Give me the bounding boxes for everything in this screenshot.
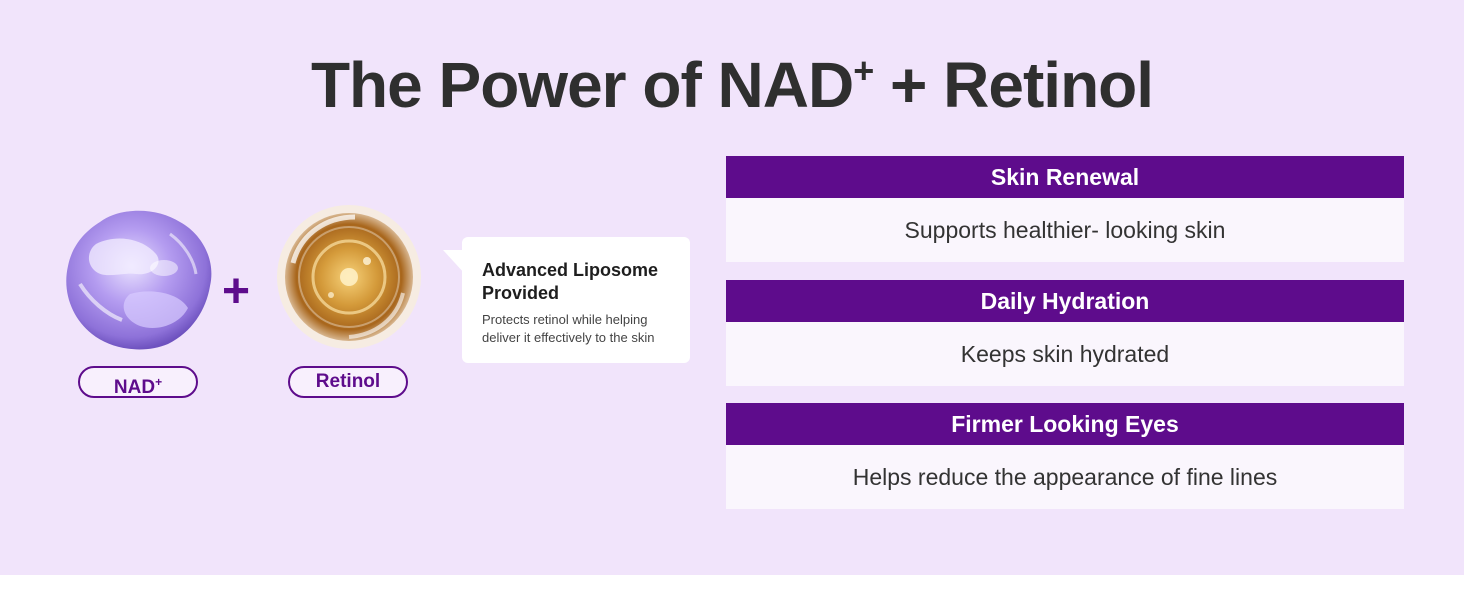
title-superscript: +: [853, 50, 874, 91]
liposome-speech-bubble: Advanced Liposome Provided Protects reti…: [462, 237, 690, 363]
page-title: The Power of NAD+ + Retinol: [0, 48, 1464, 122]
plus-sign: +: [222, 265, 251, 318]
benefit-description: Supports healthier- looking skin: [726, 198, 1404, 262]
benefit-card-daily-hydration: Daily Hydration Keeps skin hydrated: [726, 280, 1404, 386]
retinol-droplet-image: [277, 205, 421, 349]
speech-bubble-tail: [443, 250, 465, 274]
nad-label: NAD: [113, 377, 156, 398]
benefit-card-skin-renewal: Skin Renewal Supports healthier- looking…: [726, 156, 1404, 262]
bubble-text: Protects retinol while helping deliver i…: [482, 312, 655, 345]
nad-droplet-image: [66, 210, 212, 350]
benefit-heading: Daily Hydration: [726, 280, 1404, 322]
benefit-description: Keeps skin hydrated: [726, 322, 1404, 386]
nad-superscript: +: [155, 375, 163, 389]
bubble-title: Advanced Liposome Provided: [482, 260, 659, 303]
benefit-card-firmer-eyes: Firmer Looking Eyes Helps reduce the app…: [726, 403, 1404, 509]
nad-label-pill: NAD+: [78, 366, 198, 398]
retinol-label-pill: Retinol: [288, 366, 408, 398]
title-tail: + Retinol: [873, 49, 1154, 121]
benefit-heading: Firmer Looking Eyes: [726, 403, 1404, 445]
benefit-description: Helps reduce the appearance of fine line…: [726, 445, 1404, 509]
title-main: The Power of NAD: [310, 49, 854, 121]
benefit-heading: Skin Renewal: [726, 156, 1404, 198]
